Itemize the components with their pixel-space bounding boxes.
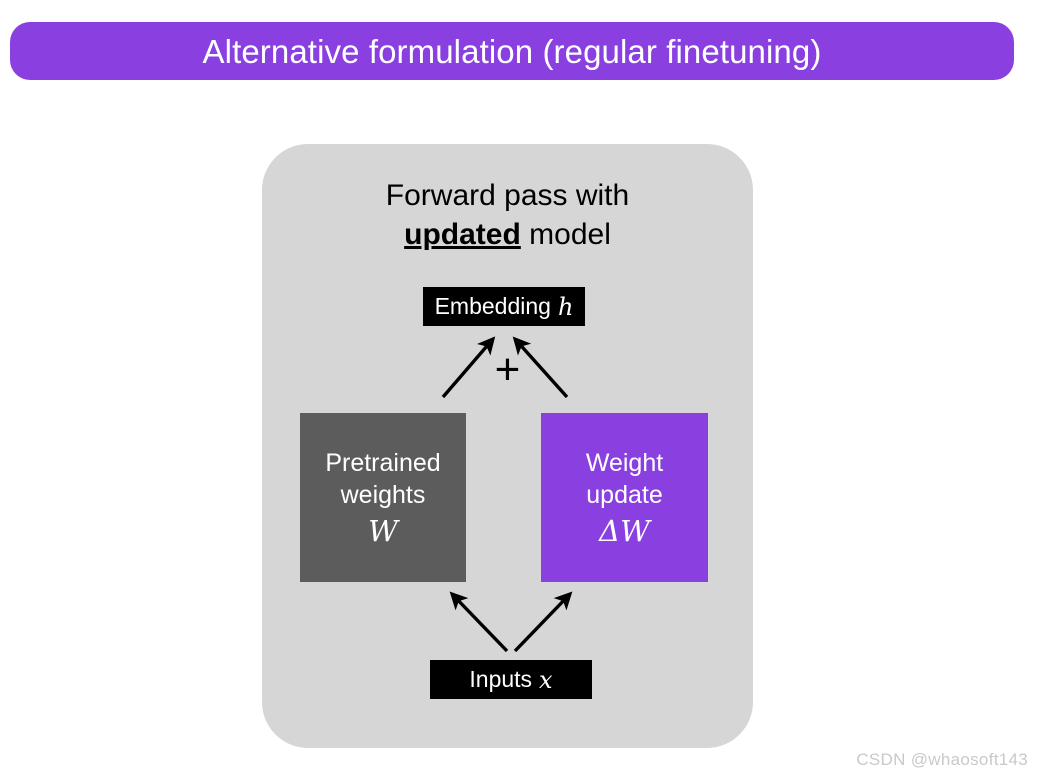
diagram-heading-line2: updated model: [262, 215, 753, 254]
embedding-node-label: Embedding: [434, 293, 551, 319]
diagram-panel: Forward pass with updated model Embeddin…: [262, 144, 753, 748]
pretrained-weights-line2: weights: [340, 480, 426, 509]
embedding-node-variable: h: [557, 292, 574, 321]
page-title: Alternative formulation (regular finetun…: [202, 32, 822, 70]
inputs-node: Inputs x: [430, 660, 592, 699]
weight-update-line1: Weight: [585, 448, 664, 477]
slide-title-banner: Alternative formulation (regular finetun…: [10, 22, 1014, 80]
weight-update-line2: update: [586, 480, 663, 509]
embedding-node: Embedding h: [423, 287, 585, 326]
diagram-heading-line1: Forward pass with: [385, 179, 630, 212]
arrow-inputs-to-weight-update: [513, 591, 573, 653]
pretrained-weights-variable: W: [368, 513, 398, 548]
weight-update-node: Weight update ΔW: [541, 413, 708, 582]
inputs-node-label: Inputs: [469, 666, 533, 692]
inputs-node-variable: x: [539, 665, 553, 694]
diagram-heading: Forward pass with updated model: [262, 176, 753, 254]
pretrained-weights-line1: Pretrained: [325, 448, 441, 477]
watermark: CSDN @whaosoft143: [856, 750, 1028, 769]
plus-operator: +: [494, 345, 521, 394]
diagram-heading-emphasis: updated: [404, 218, 521, 251]
weight-update-variable: ΔW: [599, 513, 650, 548]
pretrained-weights-node: Pretrained weights W: [300, 413, 466, 582]
arrow-inputs-to-pretrained: [449, 591, 509, 653]
diagram-heading-line2-rest: model: [520, 218, 611, 251]
